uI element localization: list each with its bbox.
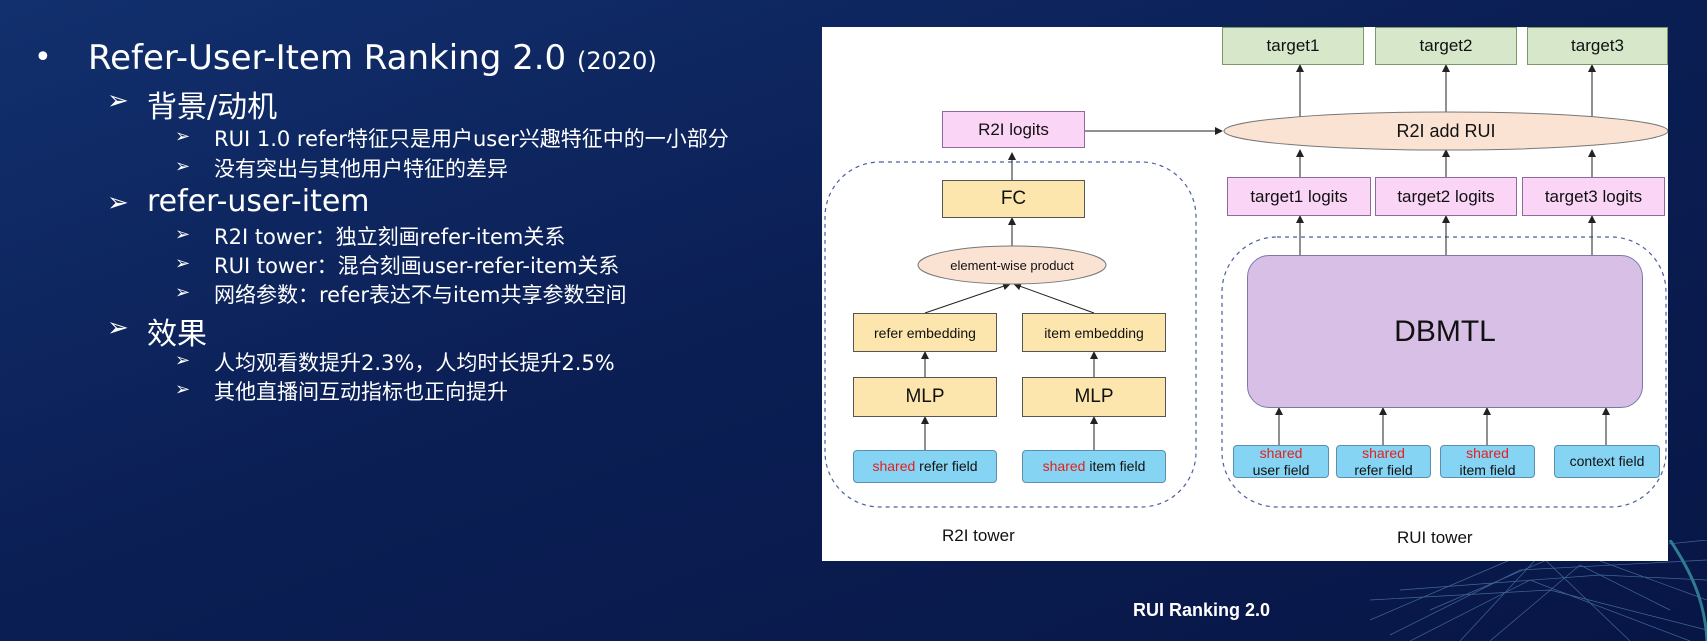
target1-logits-node: target1 logits [1227, 177, 1371, 216]
arrow-bullet-icon: ➢ [175, 224, 191, 245]
shared-label: shared [1042, 458, 1086, 474]
refer-mlp-node: MLP [853, 377, 997, 417]
target3-node: target3 [1527, 27, 1668, 65]
arrow-bullet-icon: ➢ [175, 156, 191, 177]
shared-label: shared [1259, 444, 1303, 461]
shared-label: shared [872, 458, 916, 474]
arrow-bullet-icon: ➢ [175, 379, 191, 400]
arrow-bullet-icon: ➢ [107, 86, 129, 116]
fc-node: FC [942, 180, 1085, 218]
field-label: item field [1459, 461, 1516, 478]
section-item: R2I tower：独立刻画refer-item关系 [214, 225, 566, 249]
r2i-tower-label: R2I tower [942, 526, 1015, 545]
r2i-add-rui-label: R2I add RUI [1396, 120, 1496, 141]
section-item: RUI 1.0 refer特征只是用户user兴趣特征中的一小部分 [214, 127, 729, 151]
shared-refer-field-node: shared refer field [853, 450, 997, 483]
item-embedding-node: item embedding [1022, 313, 1166, 352]
context-field-node: context field [1554, 445, 1660, 478]
arrow-bullet-icon: ➢ [175, 253, 191, 274]
field-label: refer field [1354, 461, 1413, 478]
r2i-add-rui-node [1223, 111, 1668, 151]
refer-embedding-node: refer embedding [853, 313, 997, 352]
arrow-bullet-icon: ➢ [175, 126, 191, 147]
figure-caption: RUI Ranking 2.0 [1133, 600, 1271, 620]
section-heading: 背景/动机 [147, 90, 278, 125]
section-heading: 效果 [147, 317, 207, 352]
shared-user-field-node: shared user field [1233, 445, 1329, 478]
target1-node: target1 [1222, 27, 1364, 65]
target3-logits-node: target3 logits [1522, 177, 1665, 216]
rui-tower-label: RUI tower [1397, 528, 1473, 547]
arrow-bullet-icon: ➢ [107, 188, 129, 218]
slide-title-year: (2020) [577, 47, 657, 75]
arrow-bullet-icon: ➢ [175, 350, 191, 371]
dbmtl-node: DBMTL [1247, 255, 1643, 408]
diagram-connectors [824, 64, 1668, 508]
field-label: user field [1252, 461, 1310, 478]
section-item: 没有突出与其他用户特征的差异 [214, 157, 508, 181]
section-item: 网络参数：refer表达不与item共享参数空间 [214, 283, 627, 307]
target2-node: target2 [1375, 27, 1517, 65]
target2-logits-node: target2 logits [1375, 177, 1517, 216]
element-wise-product-label: element-wise product [950, 258, 1074, 273]
field-label: item field [1089, 458, 1146, 474]
shared-refer-field-node: shared refer field [1336, 445, 1431, 478]
rui-tower-group [1221, 236, 1667, 508]
section-item: 人均观看数提升2.3%，人均时长提升2.5% [214, 351, 615, 375]
shared-label: shared [1362, 444, 1405, 461]
architecture-diagram: target1 target2 target3 R2I add RUI R2I … [822, 27, 1668, 561]
r2i-tower-group [824, 161, 1197, 508]
shared-label: shared [1466, 444, 1509, 461]
r2i-logits-node: R2I logits [942, 111, 1085, 148]
slide-title: Refer-User-Item Ranking 2.0 (2020) [88, 38, 657, 78]
section-item: 其他直播间互动指标也正向提升 [214, 380, 508, 404]
slide-title-text: Refer-User-Item Ranking 2.0 [88, 38, 567, 78]
slide-text: • Refer-User-Item Ranking 2.0 (2020) ➢ 背… [0, 0, 820, 420]
field-label: refer field [919, 458, 978, 474]
arrow-bullet-icon: ➢ [175, 282, 191, 303]
section-item: RUI tower：混合刻画user-refer-item关系 [214, 254, 620, 278]
element-wise-product-node [917, 245, 1107, 285]
bullet-dot: • [34, 40, 52, 75]
section-heading: refer-user-item [147, 184, 370, 219]
shared-item-field-node: shared item field [1440, 445, 1535, 478]
item-mlp-node: MLP [1022, 377, 1166, 417]
shared-item-field-node: shared item field [1022, 450, 1166, 483]
arrow-bullet-icon: ➢ [107, 313, 129, 343]
